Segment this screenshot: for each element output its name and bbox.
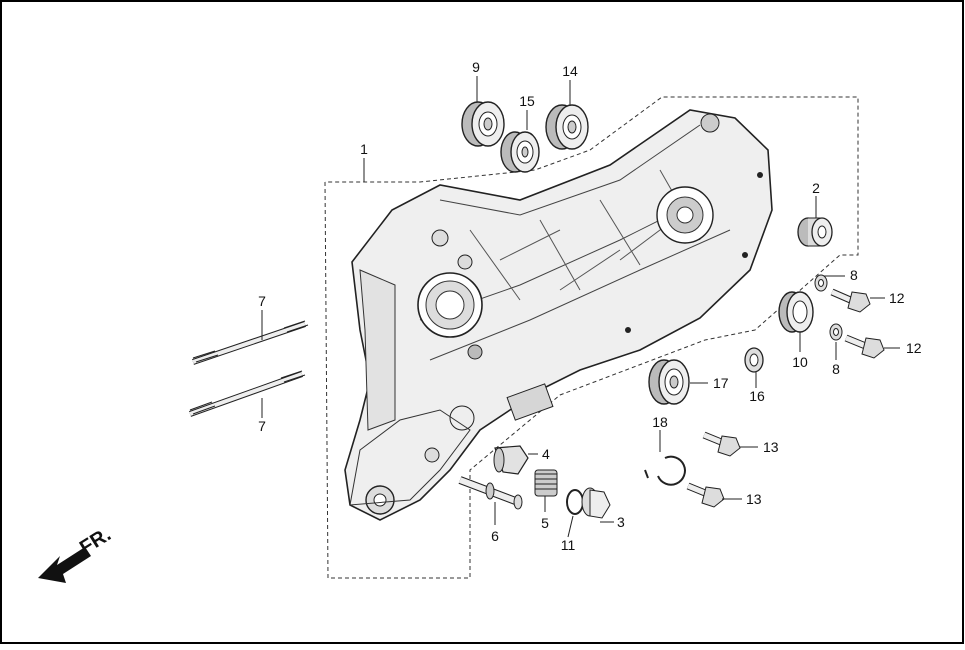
bolt-13a[interactable] xyxy=(702,431,741,457)
bearing-9[interactable] xyxy=(461,101,505,147)
bearing-14[interactable] xyxy=(545,104,589,150)
plug-4[interactable] xyxy=(493,445,529,475)
callout-7-upper[interactable]: 7 xyxy=(258,293,266,309)
callout-18[interactable]: 18 xyxy=(652,414,668,430)
bolt-12b[interactable] xyxy=(844,334,885,359)
callout-5[interactable]: 5 xyxy=(541,515,549,531)
leader-lines xyxy=(261,76,900,538)
oil-seal-10[interactable] xyxy=(778,291,814,333)
washer-16[interactable] xyxy=(744,347,764,373)
front-direction-arrow xyxy=(38,547,91,583)
callout-8-upper[interactable]: 8 xyxy=(850,267,858,283)
callout-8-lower[interactable]: 8 xyxy=(832,361,840,377)
callout-6[interactable]: 6 xyxy=(491,528,499,544)
callout-12-upper[interactable]: 12 xyxy=(889,290,905,306)
callout-4[interactable]: 4 xyxy=(542,446,550,462)
callout-1[interactable]: 1 xyxy=(360,141,368,157)
bearing-15[interactable] xyxy=(500,131,540,173)
callout-11[interactable]: 11 xyxy=(561,537,576,553)
assembly-boundary xyxy=(324,96,859,579)
callout-9[interactable]: 9 xyxy=(472,59,480,75)
spring-5[interactable] xyxy=(534,469,558,497)
bushing-2[interactable] xyxy=(797,217,833,247)
crankcase-half[interactable] xyxy=(344,109,773,521)
callout-10[interactable]: 10 xyxy=(792,354,808,370)
washer-8a[interactable] xyxy=(814,274,828,292)
callout-13-upper[interactable]: 13 xyxy=(763,439,779,455)
callout-15[interactable]: 15 xyxy=(519,93,535,109)
callout-16[interactable]: 16 xyxy=(749,388,765,404)
callout-14[interactable]: 14 xyxy=(562,63,578,79)
callout-7-lower[interactable]: 7 xyxy=(258,418,266,434)
washer-8b[interactable] xyxy=(829,323,843,341)
drain-bolt-3[interactable] xyxy=(581,487,611,519)
callout-3[interactable]: 3 xyxy=(617,514,625,530)
callout-13-lower[interactable]: 13 xyxy=(746,491,762,507)
callout-12-lower[interactable]: 12 xyxy=(906,340,922,356)
circlip-18[interactable] xyxy=(644,455,686,486)
bolt-12a[interactable] xyxy=(830,288,871,313)
oring-11[interactable] xyxy=(566,489,584,515)
callout-2[interactable]: 2 xyxy=(812,180,820,196)
callout-17[interactable]: 17 xyxy=(713,375,729,391)
shaft-6[interactable] xyxy=(458,476,523,510)
bolt-13b[interactable] xyxy=(686,482,725,508)
bearing-17[interactable] xyxy=(648,359,690,405)
stud-7b[interactable] xyxy=(188,370,306,417)
stud-7a[interactable] xyxy=(192,320,309,365)
